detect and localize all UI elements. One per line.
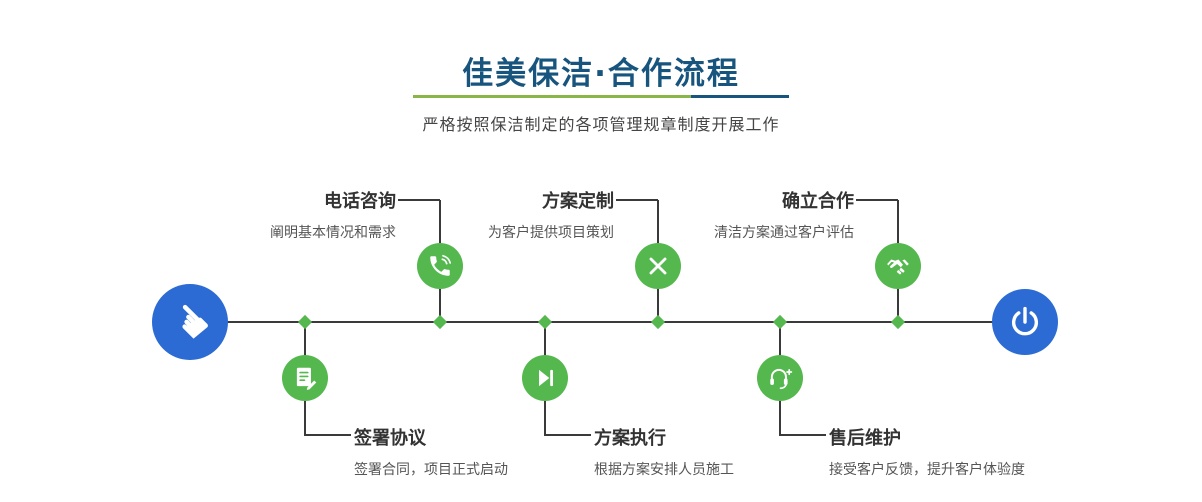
node-after-sales bbox=[757, 355, 803, 401]
step-desc: 接受客户反馈，提升客户体验度 bbox=[829, 462, 1025, 478]
contract-icon bbox=[296, 367, 317, 390]
step-after-sales: 售后维护 接受客户反馈，提升客户体验度 bbox=[829, 424, 1025, 479]
timeline bbox=[190, 321, 1028, 323]
label-connector bbox=[304, 401, 306, 436]
timeline-start-node: ☚ bbox=[152, 284, 228, 360]
step-plan-custom: 方案定制 为客户提供项目策划 bbox=[488, 187, 614, 242]
label-connector bbox=[616, 199, 658, 201]
connector bbox=[544, 322, 546, 355]
connector bbox=[439, 289, 441, 322]
step-desc: 为客户提供项目策划 bbox=[488, 225, 614, 241]
node-sign-agreement bbox=[282, 355, 328, 401]
hand-pointer-icon: ☚ bbox=[158, 289, 223, 354]
timeline-end-node bbox=[992, 289, 1058, 355]
label-connector bbox=[856, 199, 898, 201]
timeline-marker-diamond bbox=[772, 314, 788, 330]
step-title: 方案定制 bbox=[542, 191, 614, 212]
label-connector bbox=[657, 200, 659, 243]
label-connector bbox=[897, 200, 899, 243]
step-desc: 清洁方案通过客户评估 bbox=[714, 225, 854, 241]
page-subtitle: 严格按照保洁制定的各项管理规章制度开展工作 bbox=[422, 115, 780, 134]
connector bbox=[897, 289, 899, 322]
step-sign-agreement: 签署协议 签署合同，项目正式启动 bbox=[354, 424, 508, 479]
node-phone-consult bbox=[417, 243, 463, 289]
timeline-marker-diamond bbox=[650, 314, 666, 330]
node-establish-coop bbox=[875, 243, 921, 289]
timeline-marker-diamond bbox=[432, 314, 448, 330]
handshake-icon bbox=[887, 259, 909, 275]
timeline-marker-diamond bbox=[537, 314, 553, 330]
divider-green-segment bbox=[413, 95, 692, 98]
node-plan-custom bbox=[635, 243, 681, 289]
label-connector bbox=[545, 434, 591, 436]
step-title: 电话咨询 bbox=[324, 191, 396, 212]
label-connector bbox=[305, 434, 351, 436]
connector bbox=[304, 322, 306, 355]
power-icon bbox=[1011, 306, 1039, 336]
connector bbox=[657, 289, 659, 322]
phone-icon bbox=[430, 254, 452, 276]
step-title: 签署协议 bbox=[354, 428, 426, 449]
connector bbox=[779, 322, 781, 355]
step-phone-consult: 电话咨询 阐明基本情况和需求 bbox=[270, 187, 396, 242]
title-divider bbox=[413, 95, 789, 98]
step-title: 确立合作 bbox=[782, 191, 854, 212]
step-desc: 根据方案安排人员施工 bbox=[594, 462, 734, 478]
label-connector bbox=[780, 434, 826, 436]
page-title: 佳美保洁·合作流程 bbox=[462, 56, 740, 92]
step-plan-execute: 方案执行 根据方案安排人员施工 bbox=[594, 424, 734, 479]
step-title: 方案执行 bbox=[594, 428, 666, 449]
design-tools-icon bbox=[649, 257, 667, 275]
headset-icon bbox=[770, 368, 793, 390]
play-next-icon bbox=[539, 369, 554, 387]
step-desc: 签署合同，项目正式启动 bbox=[354, 462, 508, 478]
timeline-marker-diamond bbox=[297, 314, 313, 330]
label-connector bbox=[398, 199, 440, 201]
step-establish-coop: 确立合作 清洁方案通过客户评估 bbox=[714, 187, 854, 242]
step-title: 售后维护 bbox=[829, 428, 901, 449]
step-desc: 阐明基本情况和需求 bbox=[270, 225, 396, 241]
divider-blue-segment bbox=[691, 95, 789, 98]
label-connector bbox=[779, 401, 781, 436]
label-connector bbox=[544, 401, 546, 436]
label-connector bbox=[439, 200, 441, 243]
node-plan-execute bbox=[522, 355, 568, 401]
timeline-marker-diamond bbox=[890, 314, 906, 330]
